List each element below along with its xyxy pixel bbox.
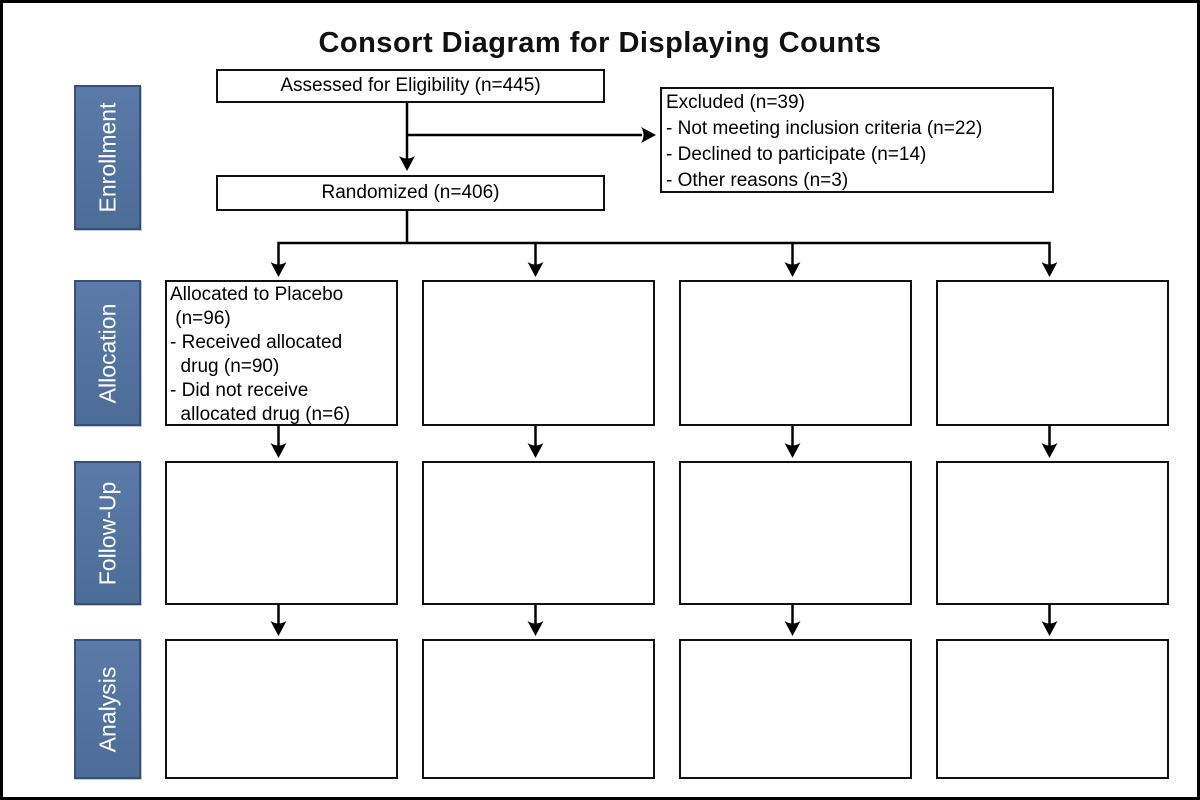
stage-label-enrollment: Enrollment	[74, 85, 141, 230]
alloc-line-6: allocated drug (n=6)	[170, 404, 351, 425]
allocation-box-3	[679, 280, 912, 426]
alloc-line-4: drug (n=90)	[170, 356, 280, 377]
alloc-line-3: - Received allocated	[170, 332, 343, 353]
arrowhead-to-alloc-3	[784, 262, 801, 277]
line-allocation-rail	[277, 241, 1051, 267]
excluded-line-2: - Not meeting inclusion criteria (n=22)	[666, 118, 983, 139]
analysis-box-3	[679, 639, 912, 779]
arrowhead-to-alloc-2	[527, 262, 544, 277]
followup-box-3	[679, 461, 912, 605]
alloc-line-2: (n=96)	[170, 308, 231, 329]
diagram-title: Consort Diagram for Displaying Counts	[318, 27, 882, 59]
stage-label-followup-text: Follow-Up	[94, 481, 120, 585]
arrowhead-to-alloc-4	[1041, 262, 1058, 277]
allocation-box-2	[422, 280, 655, 426]
arrowhead-to-followup-4	[1041, 443, 1058, 458]
alloc-line-1: Allocated to Placebo	[170, 284, 344, 305]
line-followup-to-analysis	[277, 602, 1051, 626]
allocation-box-4	[936, 280, 1169, 426]
line-alloc-to-followup	[277, 423, 1051, 448]
stage-label-analysis-text: Analysis	[94, 666, 120, 752]
followup-box-4	[936, 461, 1169, 605]
stage-label-allocation: Allocation	[74, 280, 141, 426]
stage-label-enrollment-text: Enrollment	[94, 102, 120, 213]
arrowhead-to-analysis-1	[270, 621, 287, 636]
arrowhead-to-analysis-4	[1041, 621, 1058, 636]
allocation-box-placebo: Allocated to Placebo (n=96) - Received a…	[165, 280, 398, 426]
arrowhead-to-analysis-2	[527, 621, 544, 636]
assessed-text: Assessed for Eligibility (n=445)	[280, 75, 541, 96]
excluded-box: Excluded (n=39) - Not meeting inclusion …	[660, 87, 1054, 193]
arrowhead-to-followup-2	[527, 443, 544, 458]
randomized-text: Randomized (n=406)	[321, 182, 500, 203]
stage-label-allocation-text: Allocation	[94, 303, 121, 403]
analysis-box-1	[165, 639, 398, 779]
arrowhead-to-excluded	[641, 127, 656, 143]
arrowhead-to-followup-3	[784, 443, 801, 458]
stage-label-analysis: Analysis	[74, 639, 141, 779]
alloc-line-5: - Did not receive	[170, 380, 309, 401]
arrowhead-to-randomized	[399, 156, 415, 171]
assessed-box: Assessed for Eligibility (n=445)	[216, 69, 605, 103]
arrowhead-to-analysis-3	[784, 621, 801, 636]
stage-label-followup: Follow-Up	[74, 461, 141, 605]
arrowhead-to-followup-1	[270, 443, 287, 458]
excluded-line-4: - Other reasons (n=3)	[666, 170, 849, 191]
analysis-box-4	[936, 639, 1169, 779]
arrowhead-to-alloc-1	[270, 262, 287, 277]
followup-box-1	[165, 461, 398, 605]
followup-box-2	[422, 461, 655, 605]
analysis-box-2	[422, 639, 655, 779]
excluded-line-3: - Declined to participate (n=14)	[666, 144, 927, 165]
randomized-box: Randomized (n=406)	[216, 175, 605, 211]
excluded-line-1: Excluded (n=39)	[666, 92, 805, 113]
